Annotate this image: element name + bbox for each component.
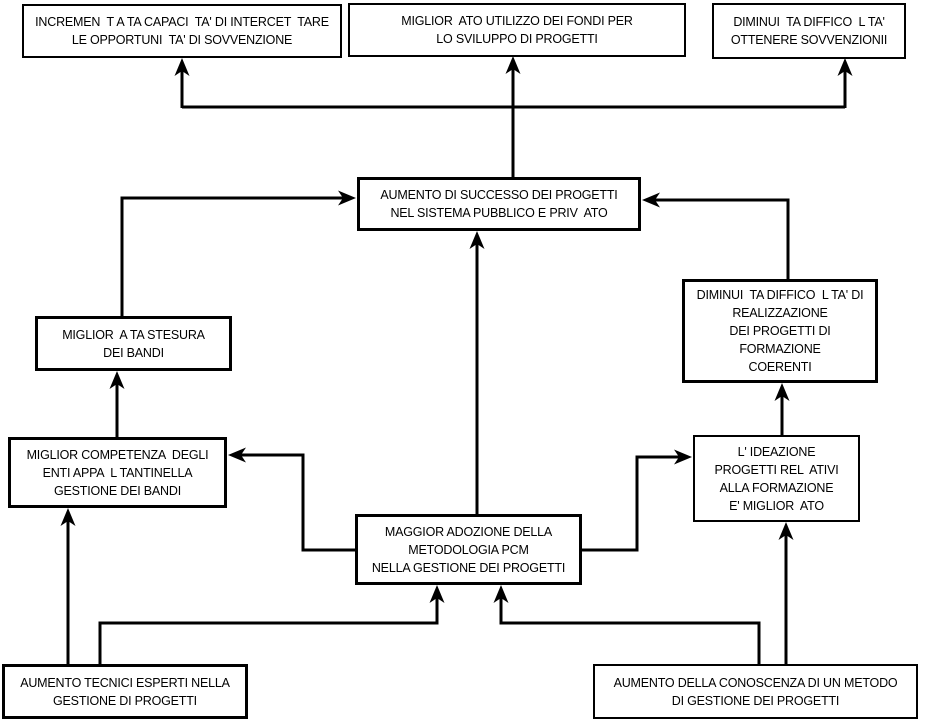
node-ideazione-progetti-formazione: L' IDEAZIONE PROGETTI REL ATIVI ALLA FOR… [693,435,860,522]
node-incrementata-capacita: INCREMEN T A TA CAPACI TA' DI INTERCET T… [22,4,342,58]
arrow-pcm-to-ideazione [580,449,692,552]
node-diminuita-difficolta-realizzazione: DIMINUI TA DIFFICO L TA' DI REALIZZAZION… [682,279,878,383]
node-maggior-adozione-pcm: MAGGIOR ADOZIONE DELLA METODOLOGIA PCM N… [355,514,582,585]
arrow-tecnici-to-pcm [98,585,445,665]
arrow-pcm-to-competenza [228,447,357,552]
arrow-realizzazione-to-successo [642,192,790,280]
node-aumento-conoscenza-metodo: AUMENTO DELLA CONOSCENZA DI UN METODO DI… [593,664,918,719]
arrow-conoscenza-to-ideazione [778,522,794,665]
arrow-competenza-to-stesura [109,371,125,438]
arrow-conoscenza-to-pcm [493,585,761,665]
arrow-pcm-to-successo [469,231,485,514]
arrow-stesura-to-successo [120,190,356,317]
node-aumento-tecnici-esperti: AUMENTO TECNICI ESPERTI NELLA GESTIONE D… [2,664,248,719]
node-diminuita-difficolta-sovvenzioni: DIMINUI TA DIFFICO L TA' OTTENERE SOVVEN… [712,3,906,59]
arrow-tecnici-to-competenza [60,508,76,665]
node-migliorata-stesura-bandi: MIGLIOR A TA STESURA DEI BANDI [35,316,232,371]
arrow-successo-to-top-goals [174,56,853,178]
node-migliorato-utilizzo-fondi: MIGLIOR ATO UTILIZZO DEI FONDI PER LO SV… [348,3,686,57]
node-miglior-competenza-enti: MIGLIOR COMPETENZA DEGLI ENTI APPA L TAN… [8,437,227,508]
arrow-ideazione-to-realizzazione [774,383,790,436]
node-aumento-successo-progetti: AUMENTO DI SUCCESSO DEI PROGETTI NEL SIS… [357,177,641,231]
